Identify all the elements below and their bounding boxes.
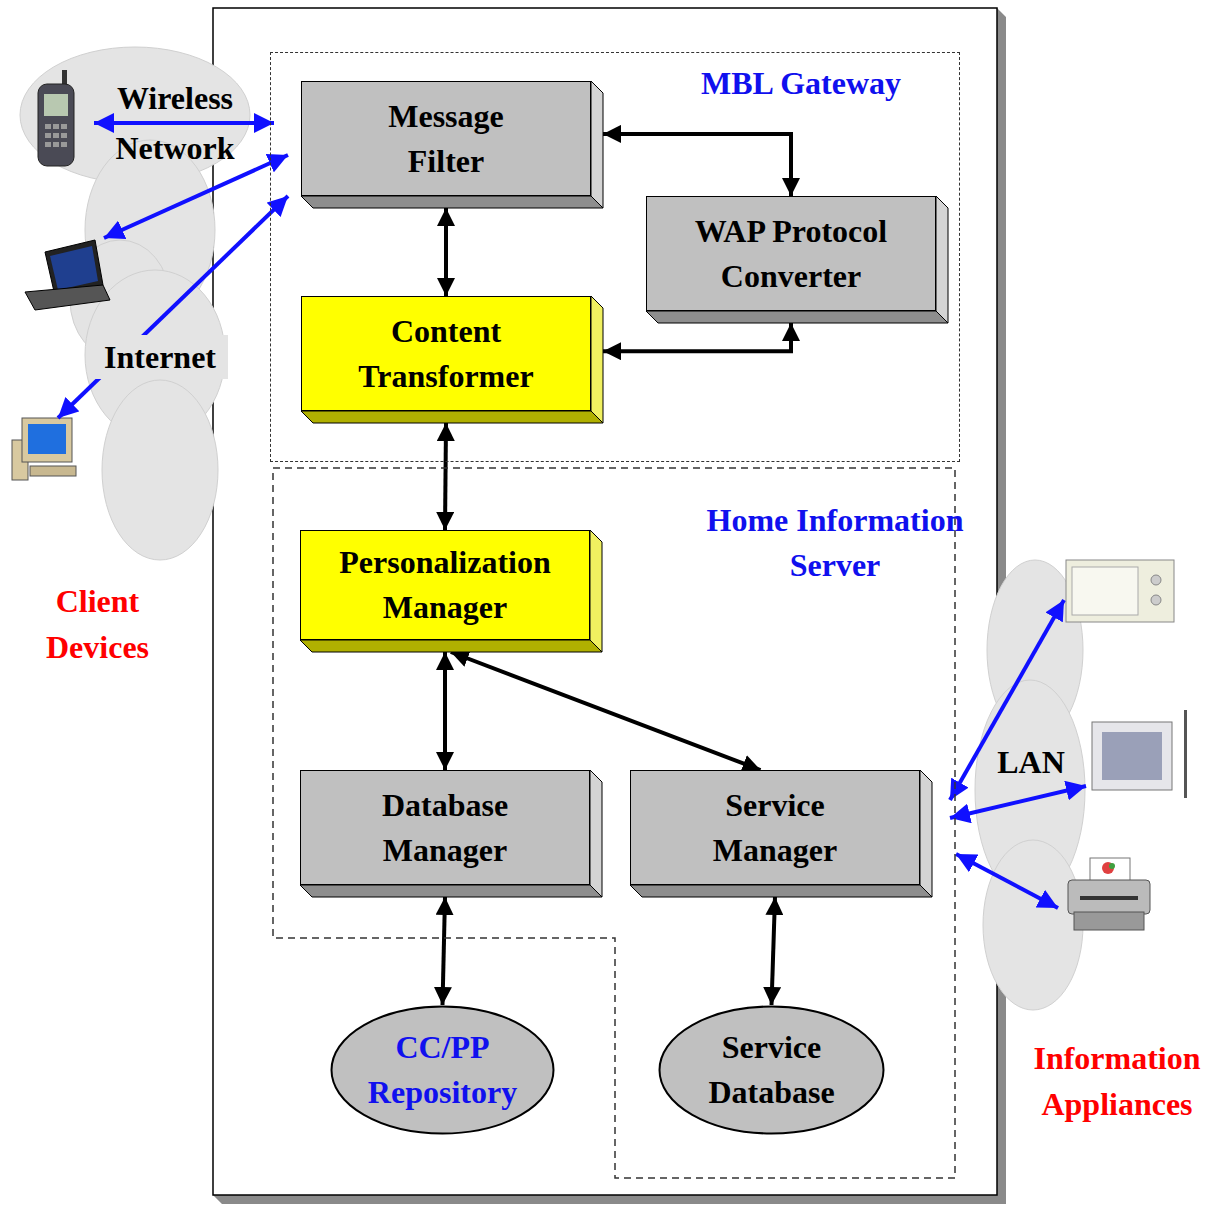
component-box: Content Transformer bbox=[301, 296, 591, 411]
region-frame: MBL GatewayMessage FilterWAP Protocol Co… bbox=[270, 52, 960, 462]
network-link bbox=[58, 123, 1086, 908]
connector-arrow bbox=[443, 897, 446, 1005]
region-heading: Home Information Server bbox=[695, 498, 975, 588]
component-box: Service Manager bbox=[630, 770, 920, 885]
connector-arrow bbox=[444, 208, 448, 296]
label-holder: Internet bbox=[92, 335, 228, 379]
component-box: WAP Protocol Converter bbox=[646, 196, 936, 311]
laptop-icon bbox=[25, 240, 110, 310]
component-box: Database Manager bbox=[300, 770, 590, 885]
network-label: Internet bbox=[92, 335, 228, 379]
ellipse-outline bbox=[330, 1005, 555, 1135]
database-ellipse: CC/PP Repository bbox=[330, 1005, 555, 1135]
network-label: Client Devices bbox=[20, 578, 175, 670]
connector-arrow bbox=[603, 323, 791, 351]
component-label: CC/PP Repository bbox=[350, 1025, 535, 1115]
component-label: Service Database bbox=[679, 1025, 864, 1115]
ellipse-outline bbox=[658, 1005, 885, 1135]
label-holder: LAN bbox=[985, 742, 1077, 782]
component-label: Personalization Manager bbox=[313, 540, 578, 630]
mobile-phone-icon bbox=[38, 70, 74, 166]
connector-arrow bbox=[451, 652, 761, 770]
component-label: Service Manager bbox=[675, 783, 875, 873]
database-ellipse: Service Database bbox=[658, 1005, 885, 1135]
microwave-icon bbox=[1066, 560, 1174, 622]
component-label: WAP Protocol Converter bbox=[669, 209, 914, 299]
component-label: Database Manager bbox=[345, 783, 545, 873]
region-heading: MBL Gateway bbox=[671, 61, 931, 106]
monitor-icon bbox=[1092, 710, 1187, 798]
label-holder: Client Devices bbox=[20, 578, 175, 670]
component-box: Message Filter bbox=[301, 81, 591, 196]
connector-arrow bbox=[443, 652, 447, 770]
component-box: Personalization Manager bbox=[300, 530, 590, 640]
connector-arrow bbox=[445, 423, 446, 530]
network-label: Information Appliances bbox=[1008, 1035, 1226, 1127]
printer-icon bbox=[1068, 858, 1150, 930]
connector-arrow bbox=[772, 897, 776, 1005]
desktop-icon bbox=[12, 418, 76, 480]
component-label: Message Filter bbox=[351, 94, 541, 184]
network-label: Wireless Network bbox=[90, 73, 260, 173]
label-holder: Wireless Network bbox=[90, 73, 260, 173]
network-label: LAN bbox=[985, 742, 1077, 782]
server-box bbox=[213, 8, 1006, 1204]
lan-cloud bbox=[975, 560, 1085, 1010]
component-label: Content Transformer bbox=[346, 309, 546, 399]
connector-arrow bbox=[603, 134, 791, 196]
label-holder: Information Appliances bbox=[1008, 1035, 1226, 1127]
